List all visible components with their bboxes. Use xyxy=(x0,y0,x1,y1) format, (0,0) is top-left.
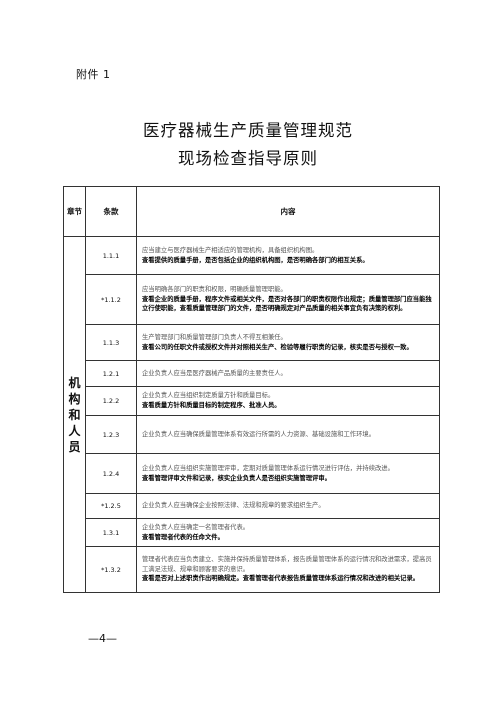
check-method-text: 查看提供的质量手册，是否包括企业的组织机构图，是否明确各部门的相互关系。 xyxy=(142,256,369,264)
chapter-char: 员 xyxy=(68,439,81,454)
check-method-text: 查看公司的任职文件或授权文件并对照相关生产、检验等履行职责的记录，核实是否与授权… xyxy=(142,343,413,351)
header-chapter: 章节 xyxy=(63,186,86,237)
check-method-text: 查看企业的质量手册，程序文件或相关文件，是否对各部门的职责权限作出规定；质量管理… xyxy=(142,295,432,313)
clause-number: *1.1.2 xyxy=(85,274,137,325)
requirement-text: 生产管理部门和质量管理部门负责人不得互相兼任。 xyxy=(142,333,287,341)
clause-number: *1.3.2 xyxy=(85,546,137,593)
clause-number: *1.2.5 xyxy=(85,493,137,519)
document-subtitle: 现场检查指导原则 xyxy=(178,149,318,168)
header-clause: 条款 xyxy=(85,186,137,237)
chapter-char: 人 xyxy=(68,423,81,438)
requirement-text: 管理者代表应当负责建立、实施并保持质量管理体系，报告质量管理体系的运行情况和改进… xyxy=(142,555,432,573)
requirement-text: 应当明确各部门的职责和权限，明确质量管理职能。 xyxy=(142,285,287,293)
table-row: 1.2.1 企业负责人应当是医疗器械产品质量的主要责任人。 xyxy=(64,360,440,387)
requirement-text: 企业负责人应当确保企业按照法律、法规和规章的要求组织生产。 xyxy=(142,502,325,510)
clause-content: 企业负责人应当确保企业按照法律、法规和规章的要求组织生产。 xyxy=(136,493,440,519)
attachment-label: 附件 1 xyxy=(76,68,111,81)
clause-content: 企业负责人应当确保质量管理体系有效运行所需的人力资源、基础设施和工作环境。 xyxy=(136,415,440,454)
clause-number: 1.2.1 xyxy=(85,360,137,387)
clause-number: 1.3.1 xyxy=(85,518,137,547)
requirement-text: 企业负责人应当组织实施管理评审，定期对质量管理体系运行情况进行评估，并持续改进。 xyxy=(142,464,394,472)
check-method-text: 查看管理评审文件和记录，核实企业负责人是否组织实施管理评审。 xyxy=(142,474,331,482)
clause-content: 企业负责人应当组织实施管理评审，定期对质量管理体系运行情况进行评估，并持续改进。… xyxy=(136,453,440,494)
clause-number: 1.2.3 xyxy=(85,415,137,454)
table-row: *1.3.2 管理者代表应当负责建立、实施并保持质量管理体系，报告质量管理体系的运… xyxy=(64,546,440,593)
clause-content: 应当建立与医疗器械生产相适应的管理机构，具备组织机构图。查看提供的质量手册，是否… xyxy=(136,236,440,275)
clause-number: 1.2.2 xyxy=(85,386,137,416)
header-content: 内容 xyxy=(136,186,440,237)
requirement-text: 企业负责人应当是医疗器械产品质量的主要责任人。 xyxy=(142,369,287,377)
clause-content: 企业负责人应当是医疗器械产品质量的主要责任人。 xyxy=(136,360,440,387)
document-title: 医疗器械生产质量管理规范 xyxy=(143,121,353,140)
table-header-row: 章节 条款 内容 xyxy=(63,186,440,237)
chapter-char: 构 xyxy=(68,391,81,406)
check-method-text: 查看管理者代表的任命文件。 xyxy=(142,533,224,541)
page-number: —4— xyxy=(88,632,117,645)
chapter-name: 机构和人员 xyxy=(63,236,86,593)
clause-number: 1.2.4 xyxy=(85,453,137,494)
table-row: 1.2.3 企业负责人应当确保质量管理体系有效运行所需的人力资源、基础设施和工作环… xyxy=(64,415,440,454)
clause-content: 企业负责人应当确定一名管理者代表。查看管理者代表的任命文件。 xyxy=(136,518,440,547)
clause-number: 1.1.3 xyxy=(85,324,137,361)
clause-content: 应当明确各部门的职责和权限，明确质量管理职能。查看企业的质量手册，程序文件或相关… xyxy=(136,274,440,325)
table-row: *1.2.5 企业负责人应当确保企业按照法律、法规和规章的要求组织生产。 xyxy=(64,493,440,519)
check-method-text: 查看质量方针和质量目标的制定程序、批准人员。 xyxy=(142,402,281,409)
clause-content: 生产管理部门和质量管理部门负责人不得互相兼任。查看公司的任职文件或授权文件并对照… xyxy=(136,324,440,361)
chapter-char: 机 xyxy=(68,375,81,390)
chapter-char: 和 xyxy=(68,407,81,422)
requirement-text: 企业负责人应当组织制定质量方针和质量目标。 xyxy=(142,392,275,400)
check-method-text: 查看是否对上述职责作出明确规定。查看管理者代表报告质量管理体系运行情况和改进的相… xyxy=(142,575,420,583)
clause-content: 企业负责人应当组织制定质量方针和质量目标。查看质量方针和质量目标的制定程序、批准… xyxy=(136,386,440,416)
requirement-text: 企业负责人应当确保质量管理体系有效运行所需的人力资源、基础设施和工作环境。 xyxy=(142,430,375,438)
requirement-text: 应当建立与医疗器械生产相适应的管理机构，具备组织机构图。 xyxy=(142,246,319,254)
requirement-text: 企业负责人应当确定一名管理者代表。 xyxy=(142,523,250,531)
clause-number: 1.1.1 xyxy=(85,236,137,275)
clause-content: 管理者代表应当负责建立、实施并保持质量管理体系，报告质量管理体系的运行情况和改进… xyxy=(136,546,440,593)
